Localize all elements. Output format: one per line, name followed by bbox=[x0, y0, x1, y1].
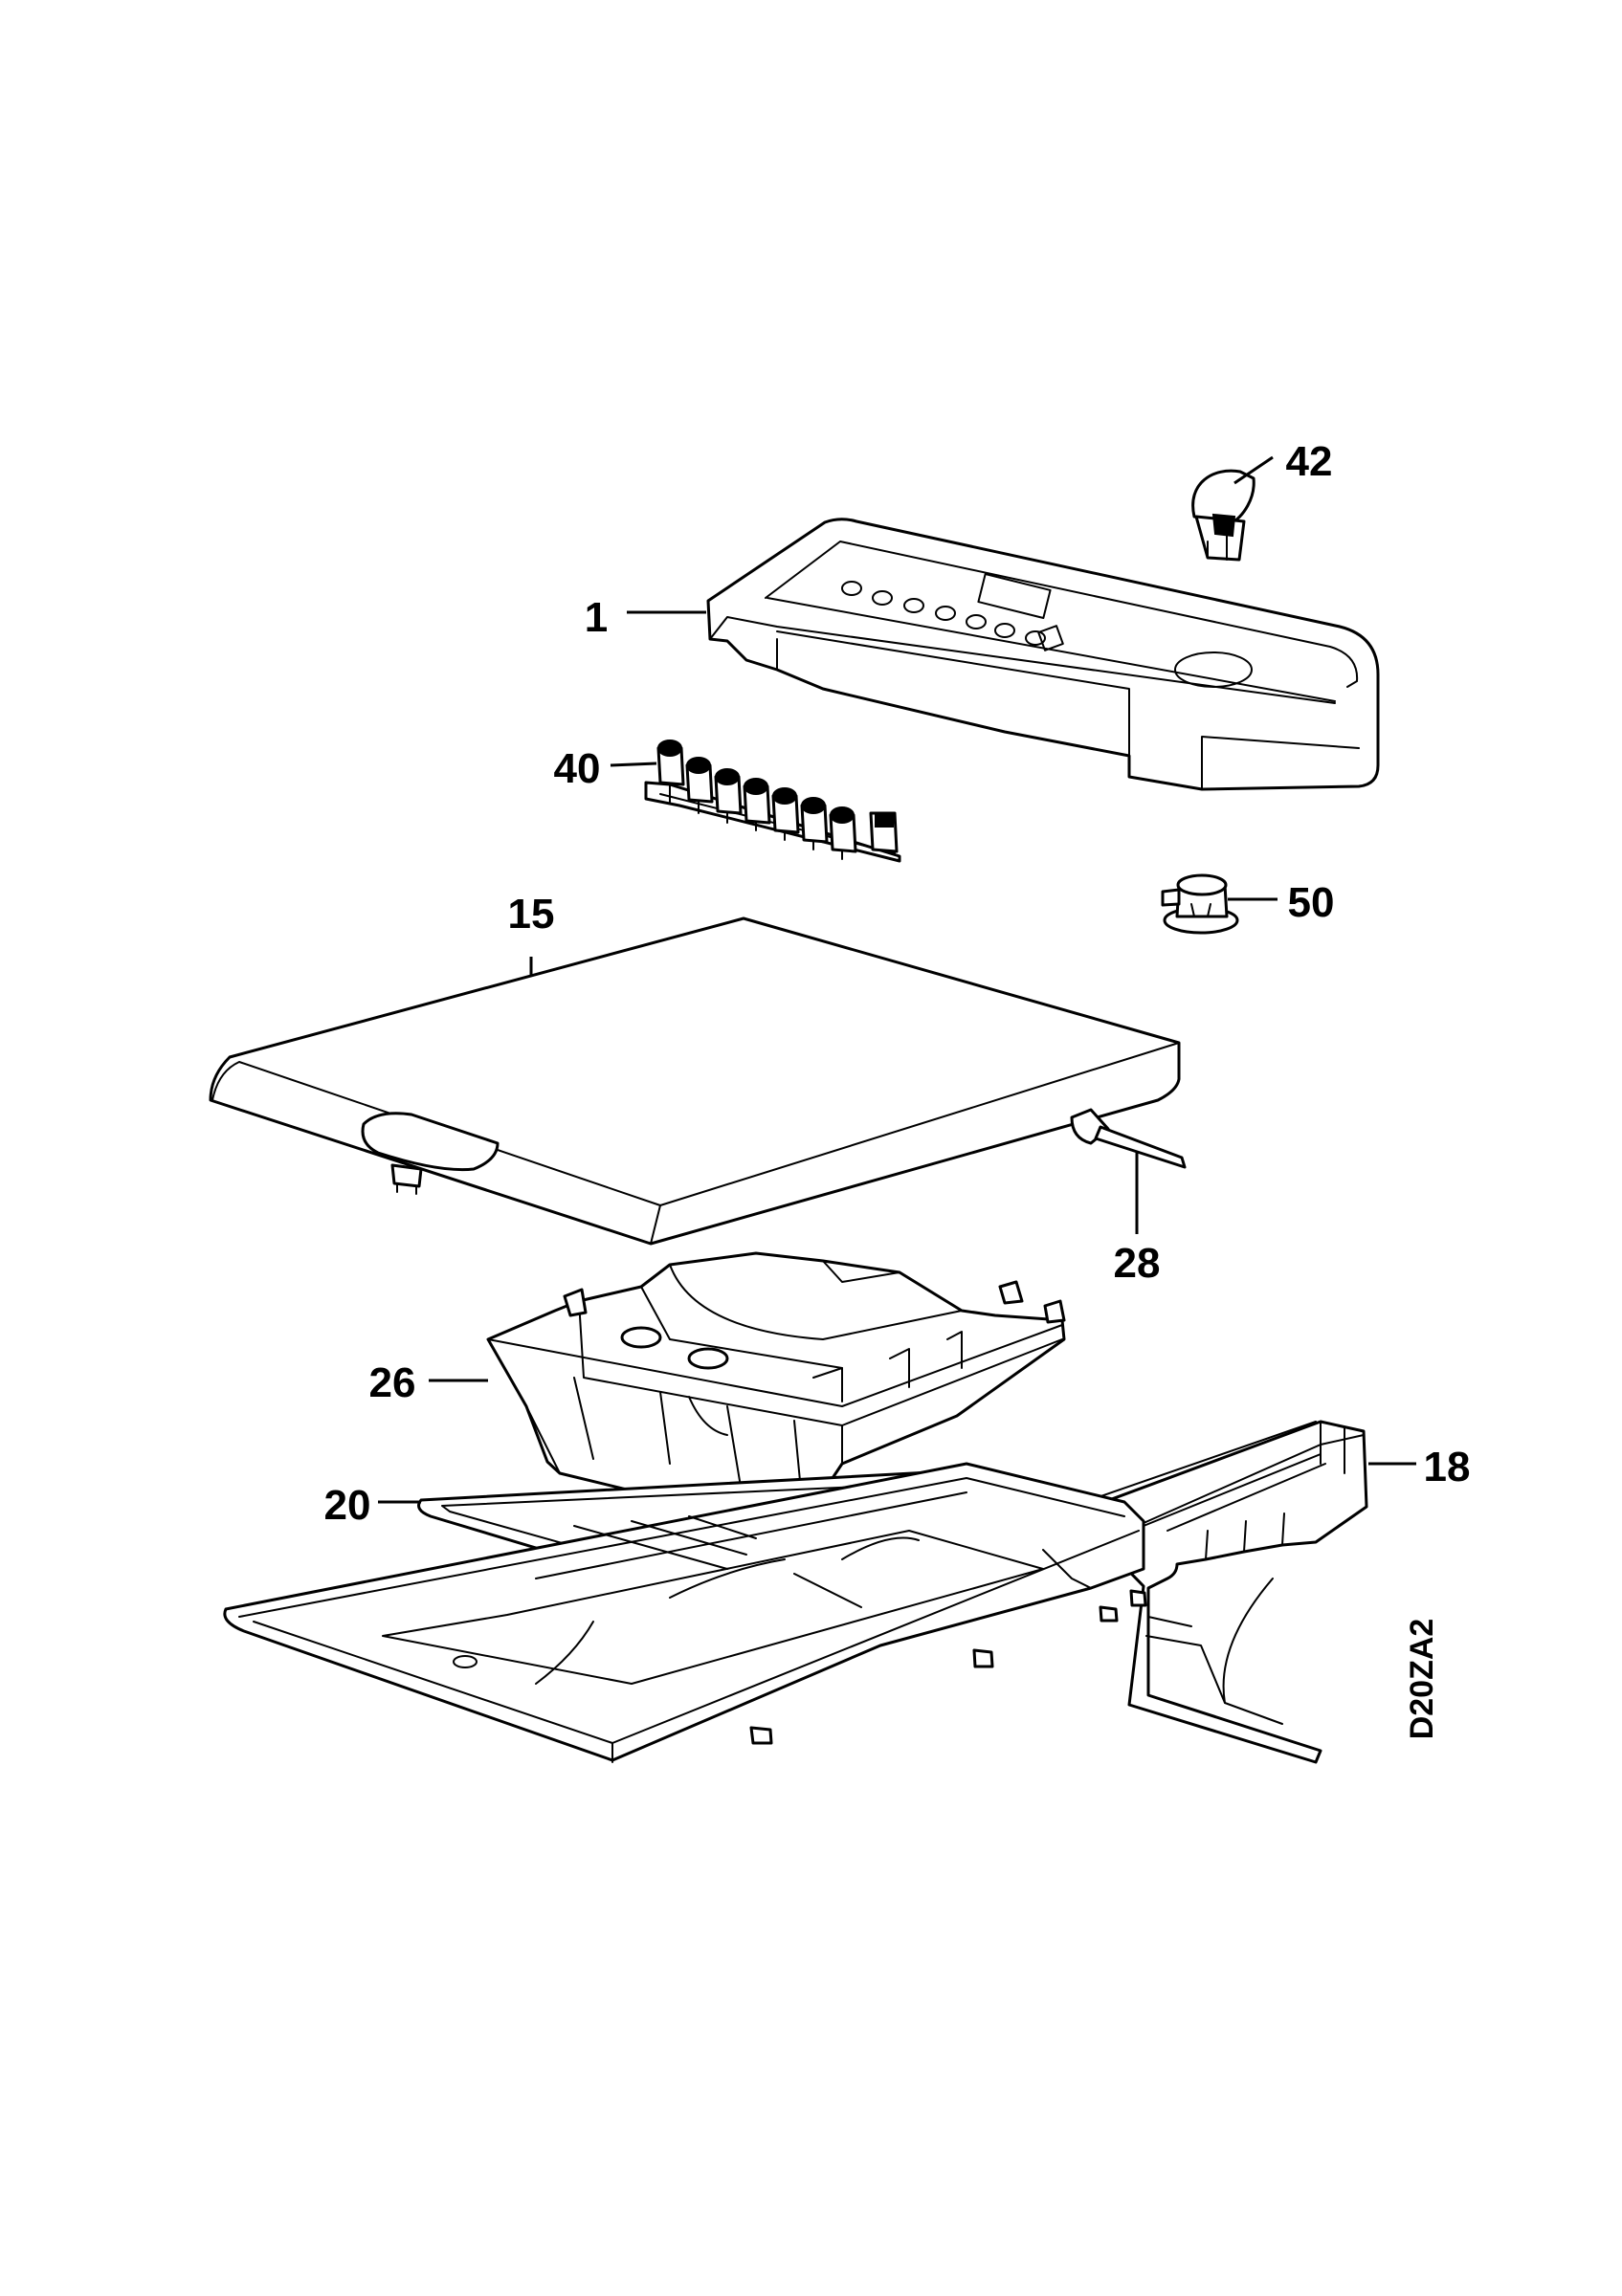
callout-20: 20 bbox=[324, 1482, 371, 1529]
callout-40: 40 bbox=[554, 745, 601, 792]
part-50-valve bbox=[1161, 873, 1239, 935]
callout-26: 26 bbox=[369, 1359, 416, 1406]
part-28-pin bbox=[1070, 1108, 1187, 1169]
callout-18: 18 bbox=[1424, 1444, 1471, 1490]
part-26-dispenser bbox=[486, 1251, 1066, 1528]
base-tray bbox=[223, 1462, 1147, 1763]
part-1-control-panel bbox=[706, 518, 1380, 791]
part-18-bracket bbox=[1051, 1420, 1368, 1764]
callout-labels: 1 15 18 20 26 28 40 42 50 bbox=[324, 438, 1471, 1529]
part-42-knob bbox=[1191, 469, 1255, 562]
part-15-lid bbox=[209, 916, 1181, 1246]
drawing-code: D20ZA2 bbox=[1404, 1619, 1440, 1740]
callout-1: 1 bbox=[585, 594, 608, 641]
leader-42 bbox=[1233, 455, 1274, 485]
callout-50: 50 bbox=[1288, 879, 1335, 926]
callout-28: 28 bbox=[1114, 1240, 1161, 1287]
part-40-button-assembly bbox=[644, 740, 901, 863]
callout-15: 15 bbox=[508, 891, 555, 938]
leader-40 bbox=[610, 762, 657, 767]
callout-42: 42 bbox=[1286, 438, 1333, 485]
